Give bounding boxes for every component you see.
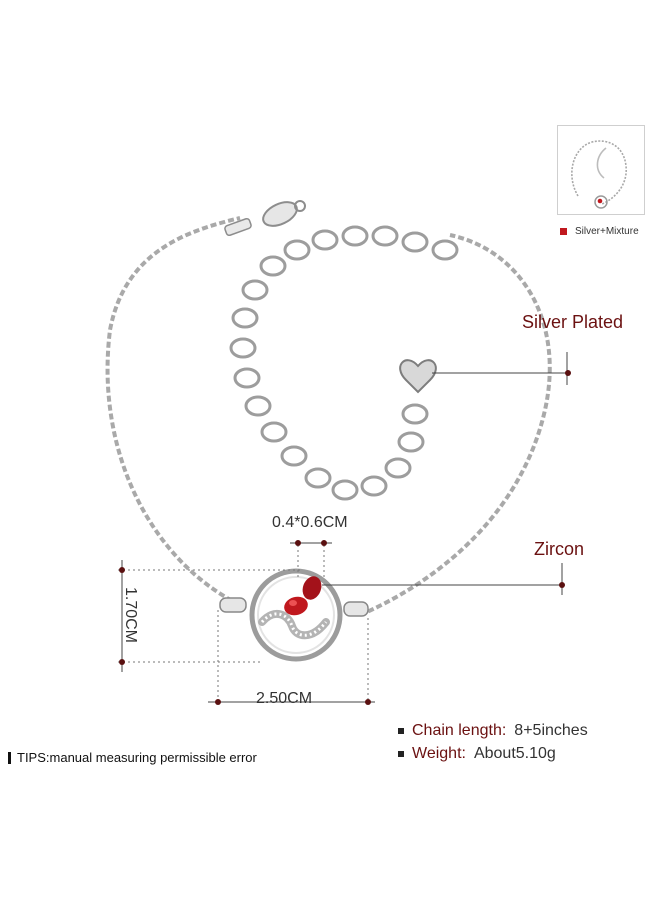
heart-charm — [399, 359, 437, 394]
variant-option[interactable]: Silver+Mixture — [560, 226, 639, 237]
pendant — [219, 568, 369, 662]
spec-chain-length: Chain length: 8+5inches — [398, 722, 588, 740]
tips-note: TIPS:manual measuring permissible error — [8, 750, 257, 765]
spec-chain-label: Chain length: — [412, 722, 507, 739]
variant-thumbnail[interactable] — [557, 125, 645, 215]
callout-stone: Zircon — [534, 539, 585, 559]
spec-weight-value: About5.10g — [473, 745, 556, 762]
tips-bar-icon — [8, 751, 11, 764]
callout-material: Silver Plated — [522, 312, 624, 332]
chain — [105, 216, 552, 617]
variant-label: Silver+Mixture — [575, 226, 639, 237]
thumbnail-image — [571, 140, 627, 209]
color-swatch — [560, 228, 567, 235]
bullet-icon — [398, 751, 404, 757]
spec-weight-label: Weight: — [412, 745, 466, 762]
lobster-clasp — [224, 200, 306, 237]
tips-text: TIPS:manual measuring permissible error — [17, 750, 257, 765]
callout-width: 2.50CM — [256, 690, 313, 707]
callout-stone-size: 0.4*0.6CM — [272, 514, 348, 531]
extension-chain — [229, 225, 459, 501]
bullet-icon — [398, 728, 404, 734]
spec-weight: Weight: About5.10g — [398, 745, 556, 763]
callout-height: 1.70CM — [122, 586, 139, 644]
spec-chain-value: 8+5inches — [514, 722, 588, 739]
